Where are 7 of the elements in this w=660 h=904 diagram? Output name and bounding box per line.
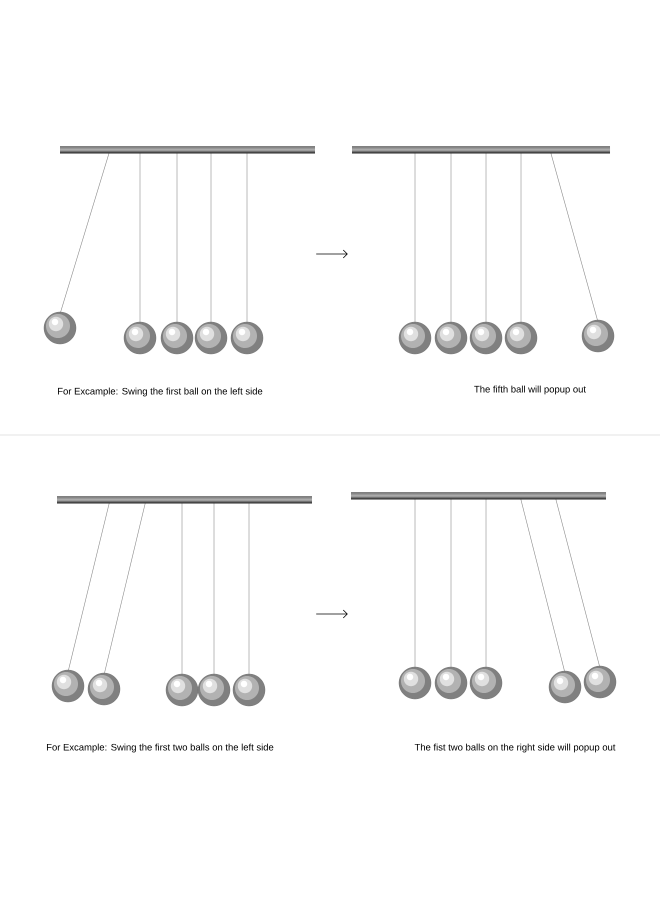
newtons-cradle-drawing: [352, 146, 614, 354]
caption: The fist two balls on the right side will popup out: [414, 744, 616, 752]
newtons-cradle-drawing: [52, 496, 312, 706]
newtons-cradle-drawing: [44, 146, 315, 354]
newtons-cradle-drawing: [351, 492, 616, 704]
arrow: [316, 610, 348, 618]
arrow: [316, 250, 348, 258]
